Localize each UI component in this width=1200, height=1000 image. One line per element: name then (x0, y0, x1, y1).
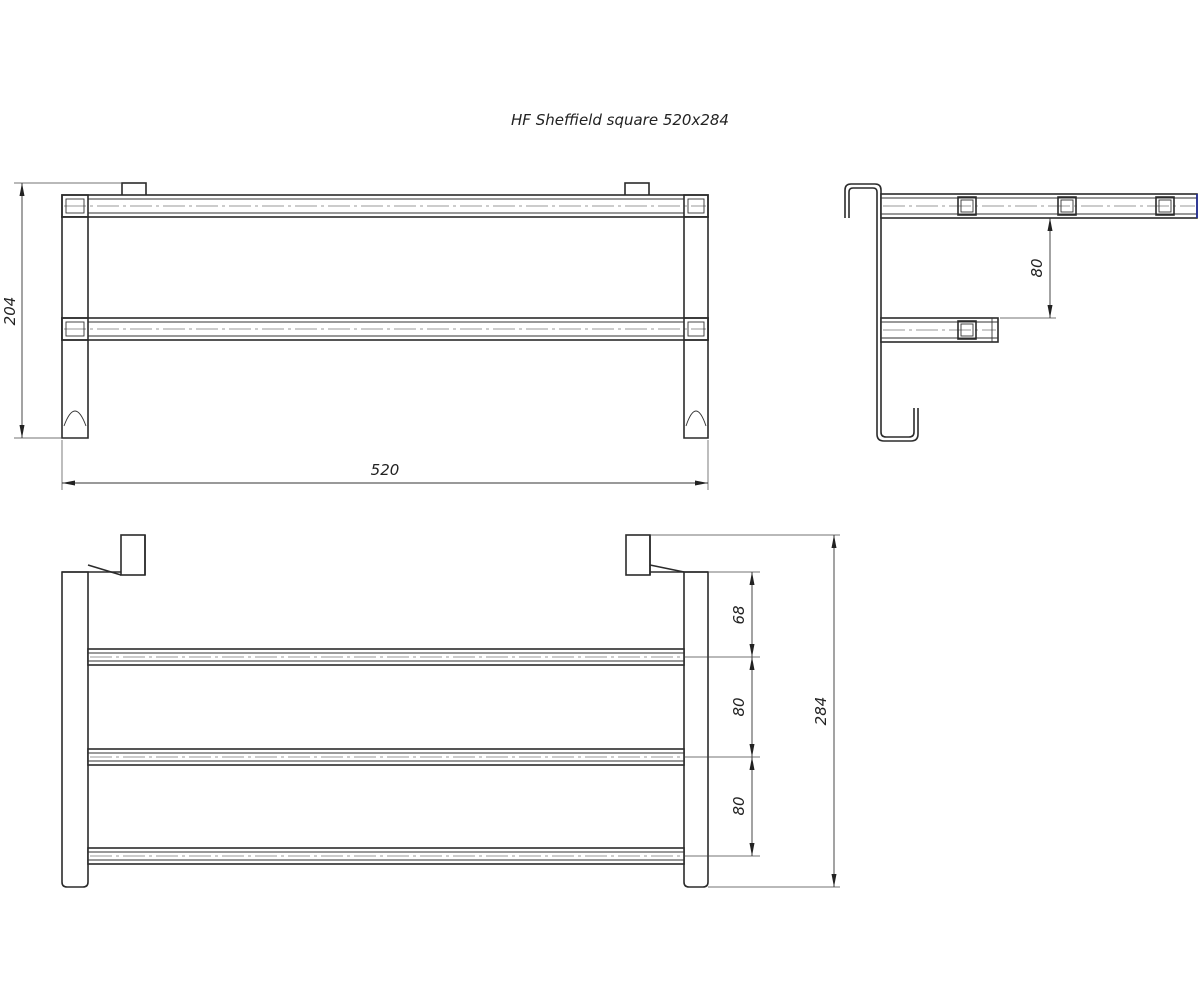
dim-bottom-total-height: 284 (812, 697, 830, 726)
dim-side-spacing: 80 (1028, 258, 1046, 277)
dim-bottom-spacing-2: 80 (730, 796, 748, 815)
dim-bottom-spacing-1: 80 (730, 697, 748, 716)
bottom-right-post (683, 571, 709, 888)
front-connector-tr (683, 194, 709, 218)
front-connector-tl (61, 194, 89, 218)
side-view: 80 (844, 183, 1198, 442)
front-view: 204 520 (1, 182, 709, 490)
bottom-left-hook (120, 534, 146, 576)
drawing-title: HF Sheffield square 520x284 (511, 111, 729, 129)
dim-front-height: 204 (1, 297, 19, 326)
bottom-left-post (61, 571, 89, 888)
bottom-view: 68 80 80 284 (61, 534, 840, 888)
dim-bottom-top-gap: 68 (730, 605, 748, 624)
dim-front-width: 520 (371, 461, 400, 479)
bottom-right-hook (625, 534, 651, 576)
side-hook-profile (844, 183, 919, 442)
